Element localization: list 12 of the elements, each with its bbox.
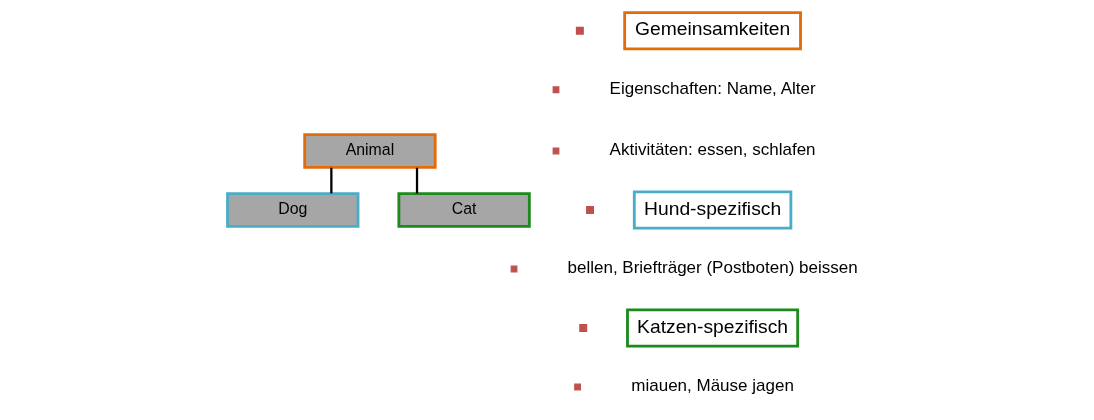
node-box: Gemeinsamkeiten [622,11,802,51]
node-box: Cat [396,192,531,228]
node-box: Hund-spezifisch [632,190,792,230]
node-label: miauen, Mäuse jagen [630,375,794,395]
node-label: Aktivitäten: essen, schlafen [609,139,816,159]
node-box: Katzen-spezifisch [625,308,799,348]
connector [329,167,332,194]
node-box: Animal [302,133,437,169]
connector [415,167,418,194]
node-box: Dog [225,192,359,228]
node-label: Eigenschaften: Name, Alter [609,78,816,98]
node-label: bellen, Briefträger (Postboten) beissen [567,257,858,277]
